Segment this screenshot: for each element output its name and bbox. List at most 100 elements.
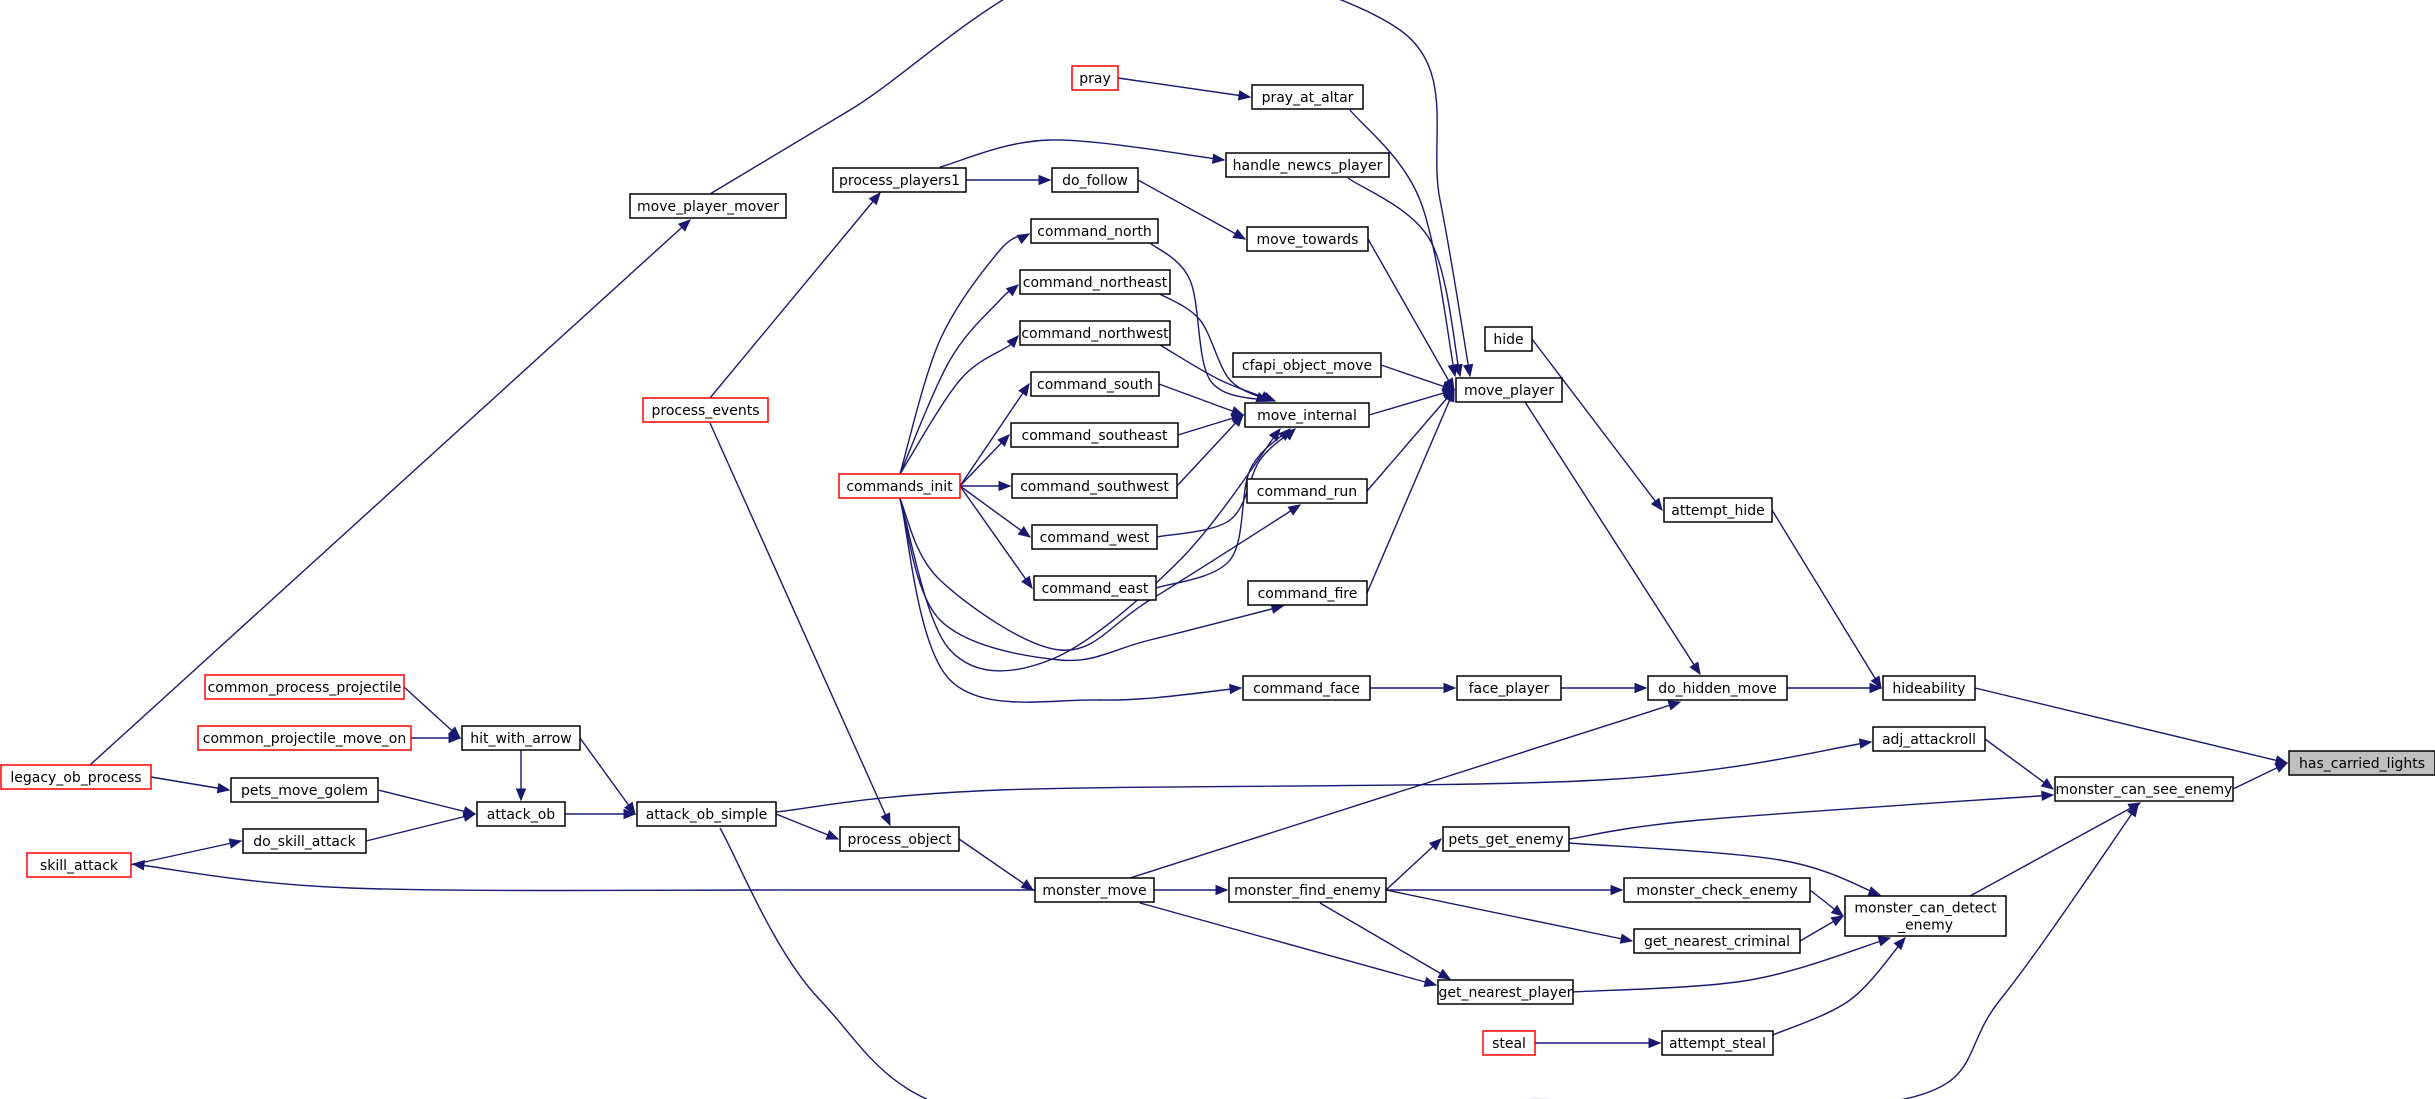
edge-process_events-to-process_object	[709, 422, 891, 827]
node-move-player-mover[interactable]: move_player_mover	[629, 193, 787, 219]
node-process-events[interactable]: process_events	[642, 397, 769, 423]
edge-line	[1347, 177, 1461, 377]
node-move-player[interactable]: move_player	[1455, 377, 1563, 403]
node-box	[1019, 269, 1171, 295]
node-label: common_process_projectile	[208, 680, 402, 696]
node-box	[1030, 371, 1160, 397]
node-common-process-projectile[interactable]: common_process_projectile	[204, 674, 405, 700]
node-adj-attackroll[interactable]: adj_attackroll	[1872, 726, 1986, 752]
node-legacy-ob-process[interactable]: legacy_ob_process	[0, 764, 152, 790]
arrow-head	[1211, 153, 1226, 164]
node-hit-with-arrow[interactable]: hit_with_arrow	[461, 725, 581, 751]
arrow-head	[228, 838, 243, 849]
node-label: has_carried_lights	[2299, 756, 2425, 772]
node-move-towards[interactable]: move_towards	[1246, 226, 1369, 252]
edge-line	[130, 840, 242, 866]
node-hide[interactable]: hide	[1484, 326, 1533, 352]
node-command-west[interactable]: command_west	[1031, 524, 1158, 550]
edge-line	[899, 233, 1030, 475]
edge-line	[1117, 77, 1251, 98]
node-command-east[interactable]: command_east	[1033, 575, 1157, 601]
edge-command_face-to-face_player	[1370, 682, 1457, 694]
arrow-head	[448, 732, 462, 744]
node-common-projectile-move-on[interactable]: common_projectile_move_on	[197, 725, 412, 751]
node-pets-move-golem[interactable]: pets_move_golem	[230, 777, 379, 803]
node-get-nearest-criminal[interactable]: get_nearest_criminal	[1633, 928, 1801, 954]
edge-move_towards-to-move_player	[1367, 238, 1455, 392]
node-pray[interactable]: pray	[1071, 65, 1119, 91]
node-do-skill-attack[interactable]: do_skill_attack	[242, 828, 367, 854]
arrow-head	[1287, 504, 1302, 516]
edge-line	[1568, 794, 2054, 840]
arrow-head	[1443, 377, 1455, 392]
node-get-nearest-player[interactable]: get_nearest_player	[1437, 979, 1574, 1005]
edge-line	[1139, 902, 1437, 986]
arrow-head	[1462, 363, 1474, 378]
node-label: hit_with_arrow	[470, 731, 572, 747]
node-attack-ob[interactable]: attack_ob	[476, 801, 566, 827]
node-box	[629, 193, 787, 219]
node-box	[1244, 402, 1370, 428]
edge-move_internal-to-move_player	[1368, 388, 1456, 416]
node-command-north[interactable]: command_north	[1030, 218, 1159, 244]
node-move-internal[interactable]: move_internal	[1244, 402, 1370, 428]
edge-do_skill_attack-to-attack_ob	[365, 811, 477, 842]
edge-line	[1159, 344, 1276, 402]
node-attempt-steal[interactable]: attempt_steal	[1661, 1030, 1774, 1056]
node-face-player[interactable]: face_player	[1456, 675, 1562, 701]
node-monster-find-enemy[interactable]: monster_find_enemy	[1228, 877, 1387, 903]
node-command-run[interactable]: command_run	[1246, 478, 1368, 504]
node-box	[1647, 675, 1788, 701]
node-do-follow[interactable]: do_follow	[1051, 167, 1139, 193]
node-skill-attack[interactable]: skill_attack	[26, 852, 132, 878]
node-box	[1228, 877, 1387, 903]
edge-monster_move-to-do_hidden_move	[1129, 700, 1682, 879]
node-do-hidden-move[interactable]: do_hidden_move	[1647, 675, 1788, 701]
node-box	[2288, 750, 2435, 776]
node-cfapi-object-move[interactable]: cfapi_object_move	[1232, 352, 1382, 378]
edge-line	[377, 789, 476, 815]
node-monster-can-see-enemy[interactable]: monster_can_see_enemy	[2054, 776, 2234, 802]
node-pray-at-altar[interactable]: pray_at_altar	[1251, 84, 1364, 110]
node-process-object[interactable]: process_object	[839, 826, 960, 852]
node-box	[197, 725, 412, 751]
edge-line	[1385, 838, 1442, 891]
edge-commands_init-to-command_north	[899, 233, 1031, 475]
node-label: pray_at_altar	[1262, 90, 1354, 106]
node-label: command_southeast	[1022, 428, 1168, 444]
node-has-carried-lights[interactable]: has_carried_lights	[2288, 750, 2435, 776]
arrow-head	[1018, 382, 1030, 397]
node-command-south[interactable]: command_south	[1030, 371, 1160, 397]
edge-line	[709, 422, 891, 826]
node-commands-init[interactable]: commands_init	[838, 473, 961, 499]
node-command-face[interactable]: command_face	[1242, 675, 1371, 701]
edge-process_events-to-process_players1	[709, 191, 881, 399]
node-attempt-hide[interactable]: attempt_hide	[1663, 497, 1773, 523]
edge-line	[1137, 179, 1246, 240]
node-monster-move[interactable]: monster_move	[1034, 877, 1155, 903]
node-command-fire[interactable]: command_fire	[1247, 580, 1368, 606]
node-hideability[interactable]: hideability	[1882, 675, 1976, 701]
node-command-southwest[interactable]: command_southwest	[1011, 473, 1178, 499]
node-command-northwest[interactable]: command_northwest	[1019, 320, 1171, 346]
node-monster-check-enemy[interactable]: monster_check_enemy	[1623, 877, 1811, 903]
node-command-southeast[interactable]: command_southeast	[1010, 422, 1179, 448]
node-command-northeast[interactable]: command_northeast	[1019, 269, 1171, 295]
arrow-head	[1231, 414, 1244, 427]
edge-line	[403, 686, 461, 739]
node-attack-ob-simple[interactable]: attack_ob_simple	[636, 801, 777, 827]
node-monster-can-detect-enemy[interactable]: monster_can_detect_enemy	[1844, 895, 2007, 937]
node-box	[1232, 352, 1382, 378]
arrow-head	[1830, 904, 1845, 917]
edge-legacy_ob_process-to-pets_move_golem	[150, 776, 231, 794]
node-pets-get-enemy[interactable]: pets_get_enemy	[1442, 826, 1570, 852]
node-handle-newcs-player[interactable]: handle_newcs_player	[1225, 152, 1390, 178]
edge-pray_at_altar-to-move_player	[1349, 109, 1458, 378]
node-label: attack_ob	[487, 807, 556, 823]
edge-commands_init-to-command_northwest	[899, 335, 1019, 475]
node-label: command_northeast	[1023, 275, 1168, 291]
node-process-players1[interactable]: process_players1	[832, 167, 967, 193]
node-steal[interactable]: steal	[1482, 1030, 1536, 1056]
arrow-head	[2040, 777, 2055, 790]
edge-line	[1366, 389, 1455, 492]
